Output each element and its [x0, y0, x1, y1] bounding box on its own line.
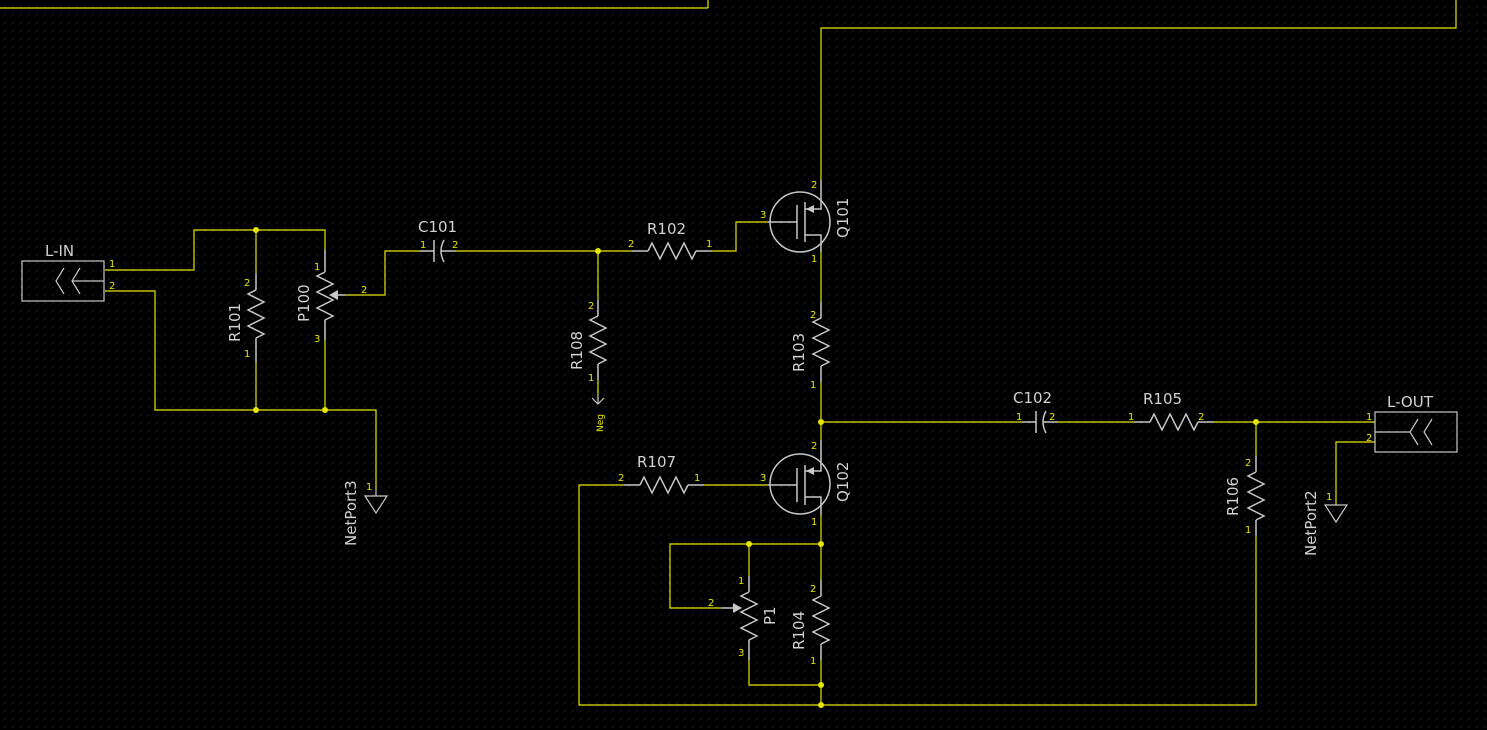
transistor-q102[interactable]: Q102 3 2 1 — [760, 440, 852, 528]
pin-label: 2 — [618, 473, 624, 484]
pin-label: 1 — [1366, 412, 1372, 423]
potentiometer-p100[interactable]: P100 1 2 3 — [295, 250, 367, 345]
pin-label: 2 — [811, 180, 817, 191]
capacitor-c102[interactable]: C102 1 2 — [1013, 389, 1058, 434]
pin-label: 2 — [361, 285, 367, 296]
pin-label: 2 — [1366, 433, 1372, 444]
pin-label: 1 — [366, 482, 372, 493]
junction-dot — [595, 248, 601, 254]
wire-p1-loop — [669, 543, 821, 609]
pin-label: 1 — [1128, 412, 1134, 423]
netport3-label: NetPort3 — [342, 480, 360, 546]
pin-label: 2 — [588, 301, 594, 312]
pin-label: 2 — [811, 441, 817, 452]
potentiometer-p1[interactable]: P1 1 2 3 — [708, 576, 779, 660]
resistor-r107-label: R107 — [637, 453, 676, 471]
junction-dot — [746, 541, 752, 547]
wire-lout-pin2 — [1335, 441, 1375, 505]
resistor-r105-label: R105 — [1143, 390, 1182, 408]
netport3-ground[interactable]: NetPort3 1 — [342, 480, 388, 546]
connector-l-out[interactable]: L-OUT 1 2 — [1366, 393, 1458, 453]
wire-r106-bottom — [578, 484, 1257, 706]
net-label-neg: Neg — [596, 414, 606, 432]
pin-label: 1 — [811, 254, 817, 265]
resistor-r104-label: R104 — [790, 611, 808, 650]
junction-dot — [818, 419, 824, 425]
pin-label: 2 — [810, 584, 816, 595]
pin-label: 3 — [314, 334, 320, 345]
resistor-r102-label: R102 — [647, 220, 686, 238]
resistor-r108[interactable]: R108 2 1 Neg — [568, 300, 607, 432]
wire-lin-pin1 — [105, 229, 326, 271]
pin-label: 1 — [244, 349, 250, 360]
resistor-r106[interactable]: R106 2 1 — [1224, 456, 1265, 536]
pin-label: 1 — [109, 259, 115, 270]
resistor-r103[interactable]: R103 2 1 — [790, 302, 830, 391]
pin-label: 1 — [694, 473, 700, 484]
pin-label: 1 — [810, 656, 816, 667]
transistor-q101-label: Q101 — [834, 198, 852, 238]
junction-dot — [818, 702, 824, 708]
pin-label: 2 — [708, 598, 714, 609]
pin-label: 2 — [109, 281, 115, 292]
connector-l-in-label: L-IN — [45, 242, 74, 260]
pin-label: 1 — [588, 373, 594, 384]
wire-feedback-top — [820, 0, 1457, 180]
pin-label: 1 — [1016, 412, 1022, 423]
wire-p100-wiper — [345, 250, 420, 296]
junction-dot — [253, 407, 259, 413]
pin-label: 2 — [628, 239, 634, 250]
wire-lin-pin2 — [105, 290, 377, 490]
resistor-r103-label: R103 — [790, 333, 808, 372]
pin-label: 1 — [810, 380, 816, 391]
transistor-q102-label: Q102 — [834, 462, 852, 502]
resistor-r108-label: R108 — [568, 331, 586, 370]
connector-l-in[interactable]: L-IN 1 2 — [21, 242, 115, 302]
wires — [0, 0, 1457, 706]
resistor-r106-label: R106 — [1224, 477, 1242, 516]
pin-label: 1 — [420, 240, 426, 251]
pin-label: 2 — [244, 278, 250, 289]
pin-label: 2 — [810, 310, 816, 321]
pin-label: 1 — [706, 239, 712, 250]
wire-r102-gate — [712, 221, 768, 252]
pin-label: 2 — [1049, 412, 1055, 423]
pin-label: 2 — [452, 240, 458, 251]
resistor-r104[interactable]: R104 2 1 — [790, 580, 830, 667]
junction-dot — [322, 407, 328, 413]
capacitor-c102-label: C102 — [1013, 389, 1052, 407]
connector-l-out-label: L-OUT — [1387, 393, 1434, 411]
pin-label: 3 — [760, 210, 766, 221]
resistor-r107[interactable]: R107 2 1 — [618, 453, 704, 494]
resistor-r102[interactable]: R102 2 1 — [628, 220, 712, 260]
pin-label: 1 — [1245, 525, 1251, 536]
pin-label: 1 — [314, 262, 320, 273]
wire-p1-bottom — [748, 660, 821, 686]
capacitor-c101[interactable]: C101 1 2 — [418, 218, 458, 263]
junctions — [253, 227, 1259, 708]
resistor-r101[interactable]: R101 2 1 — [226, 274, 265, 362]
junction-dot — [818, 682, 824, 688]
pin-label: 2 — [1198, 412, 1204, 423]
pin-label: 3 — [738, 648, 744, 659]
pin-label: 1 — [738, 576, 744, 587]
pin-label: 1 — [1326, 492, 1332, 503]
junction-dot — [818, 541, 824, 547]
pin-label: 1 — [811, 517, 817, 528]
transistor-q101[interactable]: Q101 3 2 1 — [760, 180, 852, 265]
resistor-r105[interactable]: R105 1 2 — [1128, 390, 1214, 431]
pin-label: 2 — [1245, 458, 1251, 469]
potentiometer-p1-label: P1 — [761, 606, 779, 625]
pin-label: 3 — [760, 473, 766, 484]
netport2-label: NetPort2 — [1302, 490, 1320, 556]
netport2-ground[interactable]: NetPort2 1 — [1302, 490, 1348, 556]
resistor-r101-label: R101 — [226, 303, 244, 342]
capacitor-c101-label: C101 — [418, 218, 457, 236]
junction-dot — [1253, 419, 1259, 425]
junction-dot — [253, 227, 259, 233]
potentiometer-p100-label: P100 — [295, 284, 313, 322]
